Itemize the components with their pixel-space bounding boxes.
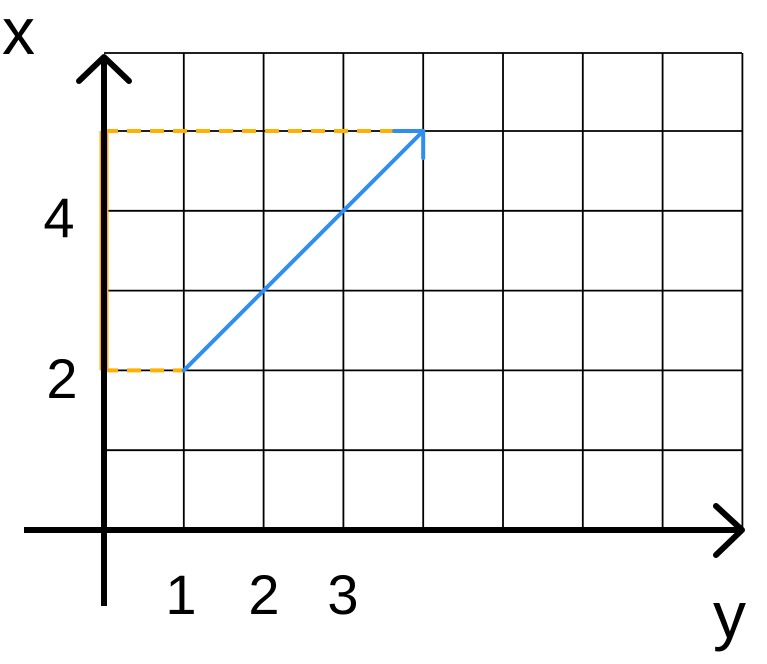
tick-label-h-3: 3 (327, 563, 358, 626)
vector-line (181, 129, 426, 373)
tick-label-h-1: 1 (165, 563, 196, 626)
grid (104, 52, 744, 530)
vertical-axis-arrowhead (76, 54, 132, 84)
vector-arrowhead (392, 129, 426, 160)
tick-label-h-2: 2 (248, 563, 279, 626)
y-axis-title: y (713, 578, 746, 652)
tick-label-v-4: 4 (43, 186, 74, 249)
tick-label-v-2: 2 (46, 347, 77, 410)
x-axis-title: x (2, 0, 35, 68)
horizontal-axis-arrowhead (713, 503, 745, 558)
